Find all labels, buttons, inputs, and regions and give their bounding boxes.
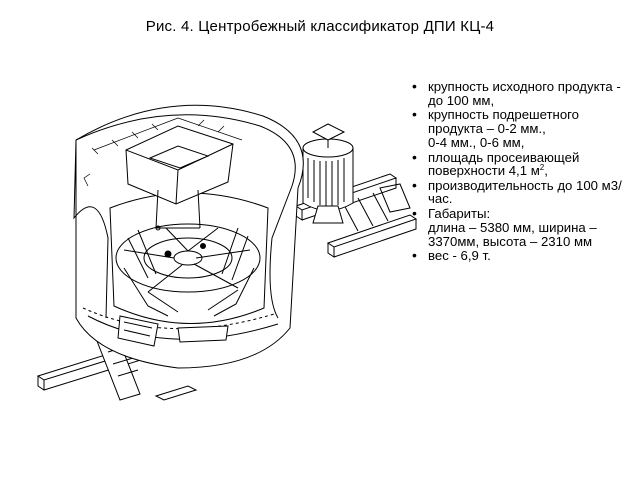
dimension-lines bbox=[83, 117, 243, 187]
feed-hopper bbox=[125, 125, 234, 229]
spec-screen-area-sup: 2 bbox=[539, 163, 545, 172]
spec-capacity: производительность до 100 м3/час. bbox=[412, 178, 632, 206]
spec-dimensions-label: Габариты: bbox=[412, 206, 632, 221]
spec-screen-area: площадь просеивающей поверхности 4,1 м2, bbox=[412, 149, 632, 178]
spec-size-initial: крупность исходного продукта - до 100 мм… bbox=[412, 80, 632, 107]
spec-weight: вес - 6,9 т. bbox=[412, 249, 632, 263]
spec-size-undersize-cont: 0-4 мм., 0-6 мм, bbox=[428, 135, 525, 150]
spec-dimensions-value: длина – 5380 мм, ширина – 3370мм, высота… bbox=[428, 220, 597, 249]
spec-screen-area-text: площадь просеивающей поверхности 4,1 м bbox=[428, 149, 580, 178]
spec-list: крупность исходного продукта - до 100 мм… bbox=[412, 80, 632, 263]
rotor-cutaway bbox=[109, 192, 269, 347]
spec-screen-area-suffix: , bbox=[544, 163, 548, 178]
spec-size-undersize: крупность подрешетного продукта – 0-2 мм… bbox=[412, 108, 632, 135]
slide-title: Рис. 4. Центробежный классификатор ДПИ К… bbox=[145, 18, 495, 35]
classifier-drawing bbox=[36, 104, 418, 401]
drive-motor bbox=[302, 123, 354, 224]
